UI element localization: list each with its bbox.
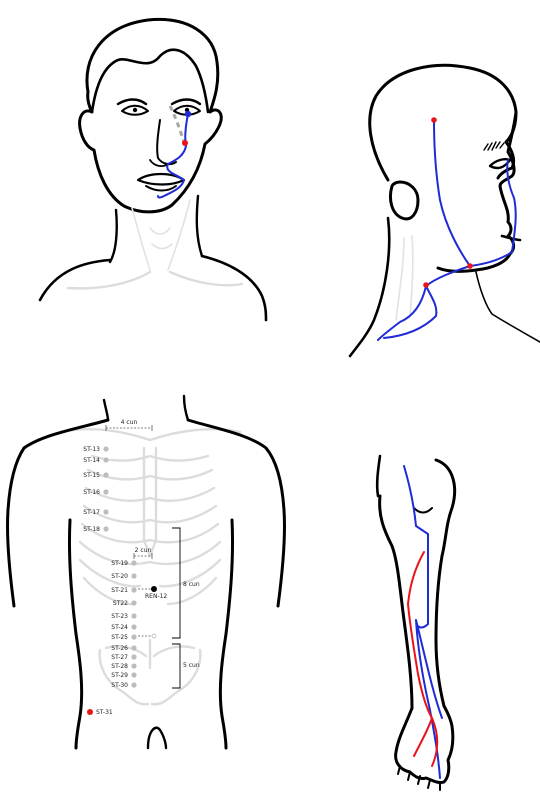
ren12-point (151, 586, 157, 592)
st-point-dot (103, 489, 108, 494)
left-eyebrow (118, 100, 146, 105)
side-ear (390, 182, 418, 219)
torso-panel: 4 cun 2 cun 8 cun 5 cun REN-12 ST-31 ST-… (7, 396, 284, 748)
st-point-label: ST-16 (83, 489, 100, 496)
st-point-label: ST22 (113, 600, 128, 607)
bracket-8cun-label: 8 cun (183, 581, 200, 588)
st-point-dot (103, 457, 108, 462)
st-point-label: ST-15 (83, 472, 100, 479)
dashed-nose-guide (170, 106, 184, 142)
st-point-dot (131, 663, 136, 668)
face-blue-point (185, 111, 191, 117)
st-point-label: ST-28 (111, 663, 128, 670)
st-point-dot (131, 624, 136, 629)
side-meridian-blue (378, 120, 516, 340)
st-point-dot (131, 645, 136, 650)
stomach-points-group: ST-13ST-14ST-15ST-16ST-17ST-18ST-19ST-20… (83, 446, 136, 689)
st-point-dot (131, 634, 136, 639)
st-point-dot (103, 526, 108, 531)
st31-point (87, 709, 93, 715)
neck-muscle-right (168, 200, 190, 270)
right-eyebrow (172, 100, 200, 105)
torso-left-outline (7, 420, 108, 748)
st-point-label: ST-17 (83, 509, 100, 516)
knee-crease (414, 508, 432, 513)
st-point-label: ST-29 (111, 672, 128, 679)
mouth-lower (146, 186, 176, 191)
st-point-dot (131, 654, 136, 659)
hair-line (92, 50, 208, 112)
st-point-dot (131, 587, 136, 592)
side-red-point-neck (423, 282, 429, 288)
bracket-5cun-label: 5 cun (183, 662, 200, 669)
st-point-label: ST-18 (83, 526, 100, 533)
bracket-8cun (172, 528, 180, 638)
clavicles (60, 429, 240, 440)
clavicle-right (170, 272, 242, 285)
head-side-panel (350, 65, 540, 356)
st-point-label: ST-24 (111, 624, 128, 631)
side-neck-muscle-2 (410, 236, 413, 316)
st-point-label: ST-27 (111, 654, 128, 661)
st-point-dot (103, 446, 108, 451)
torso-neck-left (104, 400, 108, 420)
nose-line (157, 120, 176, 164)
st-point-label: ST-14 (83, 457, 100, 464)
st-point-dot (131, 600, 136, 605)
st-point-label: ST-25 (111, 634, 128, 641)
leg-back-outline (436, 460, 455, 706)
neck-left (110, 210, 117, 262)
st-point-label: ST-30 (111, 682, 128, 689)
side-neck-front (476, 272, 540, 342)
leg-front-outline (380, 496, 412, 708)
st31-label: ST-31 (96, 709, 113, 716)
torso-crotch (148, 728, 166, 748)
side-neck-muscle (396, 238, 404, 320)
clavicle-left (68, 272, 150, 288)
neck-muscle-left (132, 208, 150, 270)
throat-lines (150, 228, 172, 249)
foot-outline (396, 706, 453, 783)
left-pupil (133, 108, 137, 112)
face-red-point (182, 140, 188, 146)
st-point-label: ST-20 (111, 573, 128, 580)
st-point-dot (131, 672, 136, 677)
leg-buttock-top (377, 456, 380, 496)
side-red-point-jaw (467, 263, 473, 269)
st-point-dot (103, 509, 108, 514)
st-point-label: ST-19 (111, 560, 128, 567)
st-point-dot (103, 472, 108, 477)
st-point-dot (131, 573, 136, 578)
neck-right (197, 196, 202, 256)
torso-right-outline (188, 420, 285, 748)
side-face-profile (438, 112, 516, 271)
bracket-5cun (172, 644, 180, 688)
st-point-label: ST-21 (111, 587, 128, 594)
leg-panel (377, 456, 454, 790)
width-2cun-label: 2 cun (135, 547, 152, 554)
torso-neck-right (184, 396, 188, 420)
st-point-dot (131, 613, 136, 618)
ren12-label: REN-12 (145, 593, 167, 600)
st-point-dot (131, 682, 136, 687)
st-point-label: ST-13 (83, 446, 100, 453)
st-point-label: ST-26 (111, 645, 128, 652)
side-red-point-top (431, 117, 437, 123)
side-eyebrow (484, 142, 504, 150)
face-front-panel (40, 19, 266, 320)
st-point-label: ST-23 (111, 613, 128, 620)
leg-meridian-red (408, 552, 437, 766)
width-4cun-label: 4 cun (121, 419, 138, 426)
navel (152, 634, 156, 638)
st-point-dot (131, 560, 136, 565)
